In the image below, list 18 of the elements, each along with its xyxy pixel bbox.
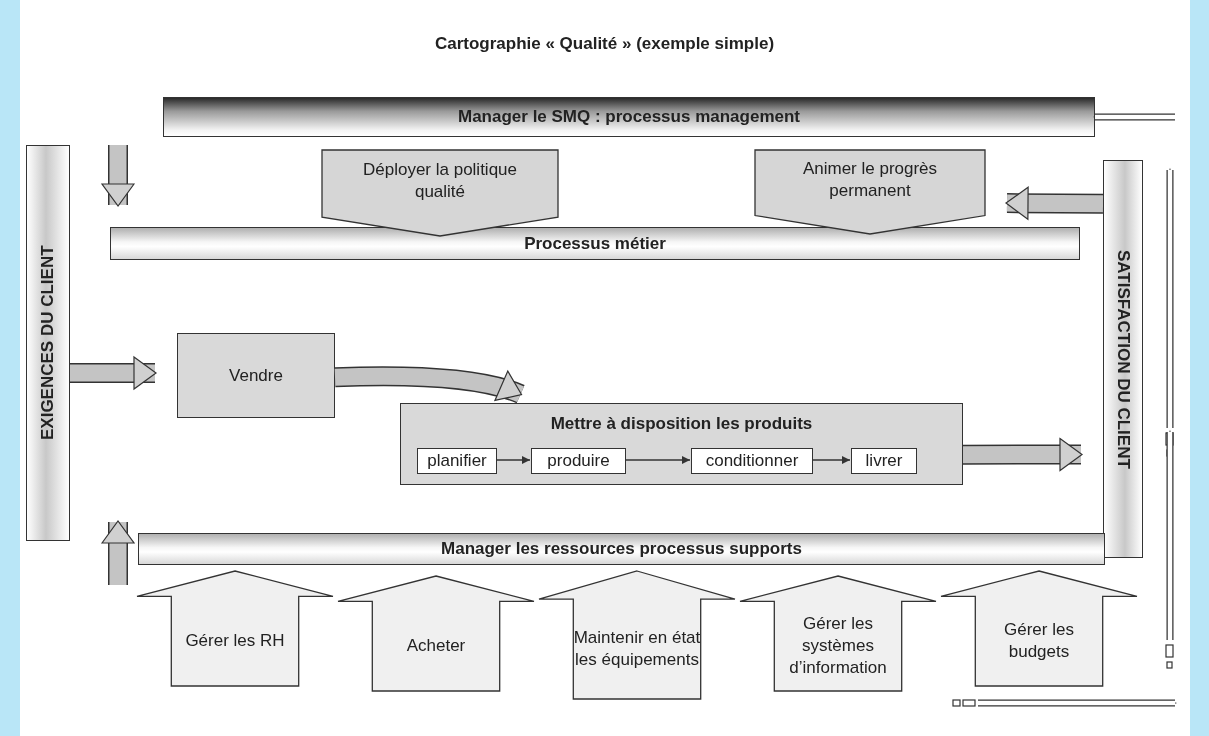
client-bar: EXIGENCES DU CLIENT [26,145,70,541]
step-box: planifier [417,448,497,474]
step-box: conditionner [691,448,813,474]
diagram-title: Cartographie « Qualité » (exemple simple) [433,34,776,54]
process-band: Processus métier [110,227,1080,260]
support-process-shape: Maintenir en état les équipements [539,571,735,699]
process-band: Manager le SMQ : processus management [163,97,1095,137]
step-box: livrer [851,448,917,474]
support-process-shape: Gérer les budgets [941,571,1137,686]
box-title: Mettre à disposition les produits [549,414,814,434]
support-process-shape: Gérer les systèmes d’information [740,576,936,691]
client-bar: SATISFACTION DU CLIENT [1103,160,1143,558]
process-box: Vendre [177,333,335,418]
process-box [400,403,963,485]
support-process-shape: Acheter [338,576,534,691]
process-band: Manager les ressources processus supports [138,533,1105,565]
support-process-shape: Gérer les RH [137,571,333,686]
step-box: produire [531,448,626,474]
